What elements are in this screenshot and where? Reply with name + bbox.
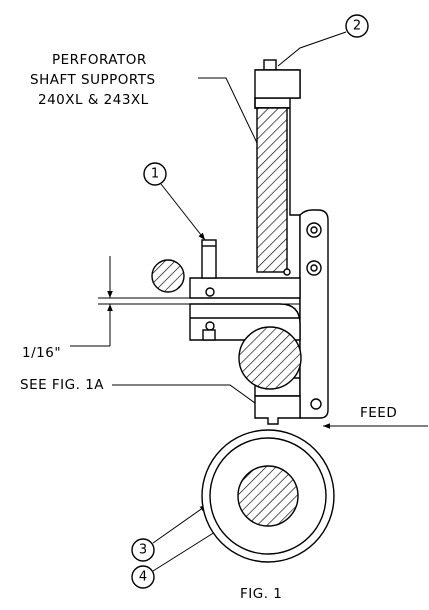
perforator-label-line1: PERFORATOR [52,52,147,68]
dimension-marks [70,256,190,347]
perforator-label-line3: 240XL & 243XL [38,92,149,108]
plate-bolt-bottom [310,398,322,410]
top-pin [263,59,277,71]
svg-text:2: 2 [353,19,361,34]
callout-1-leader [160,183,206,241]
callout-4: 4 [131,565,155,589]
wheel-inner-ring [209,437,327,555]
feed-label: FEED [360,405,397,421]
see-fig-leader [112,384,263,409]
perforator-shaft-support [256,107,288,273]
main-shaft [238,326,302,390]
callout-3: 3 [131,538,155,562]
perforator-label-line2: SHAFT SUPPORTS [30,72,156,88]
see-fig-label: SEE FIG. 1A [20,377,104,393]
perforator-leader [198,77,269,167]
side-plate [299,209,329,419]
callout-2-leader [277,31,347,67]
svg-text:1: 1 [151,167,159,182]
wheel-hub [237,465,299,527]
svg-text:3: 3 [139,543,147,558]
callout-1: 1 [143,162,167,186]
svg-text:4: 4 [139,570,147,585]
left-roller [151,259,185,293]
figure-caption: FIG. 1 [240,586,282,602]
callout-3-leader [152,504,208,544]
dimension-label: 1/16" [22,345,61,361]
bottom-block [254,395,301,425]
callout-2: 2 [345,14,369,38]
clamp-bolt [201,239,217,279]
